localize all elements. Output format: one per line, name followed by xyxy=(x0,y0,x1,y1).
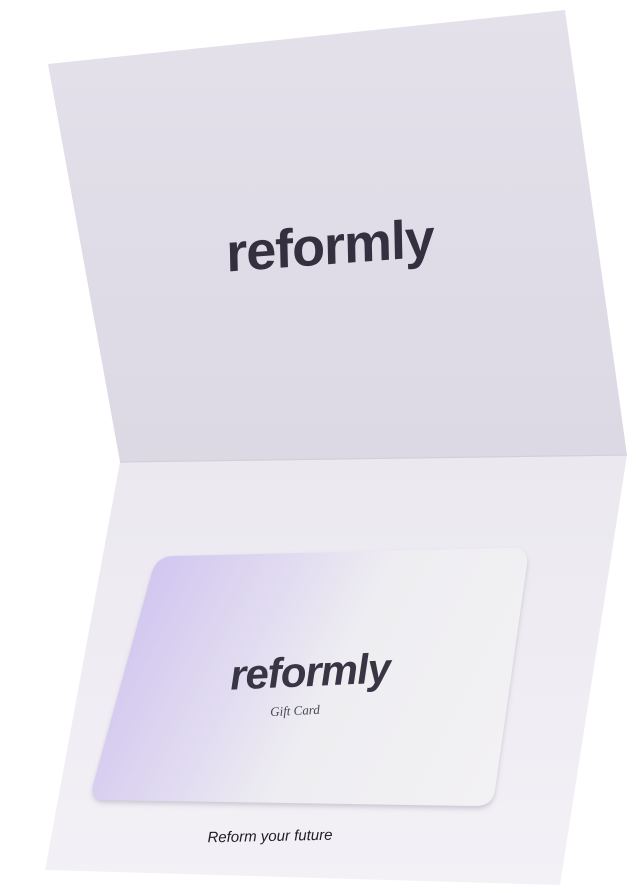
folder-crease xyxy=(119,454,628,463)
gift-card xyxy=(92,548,528,806)
folder-top-panel xyxy=(48,10,627,462)
